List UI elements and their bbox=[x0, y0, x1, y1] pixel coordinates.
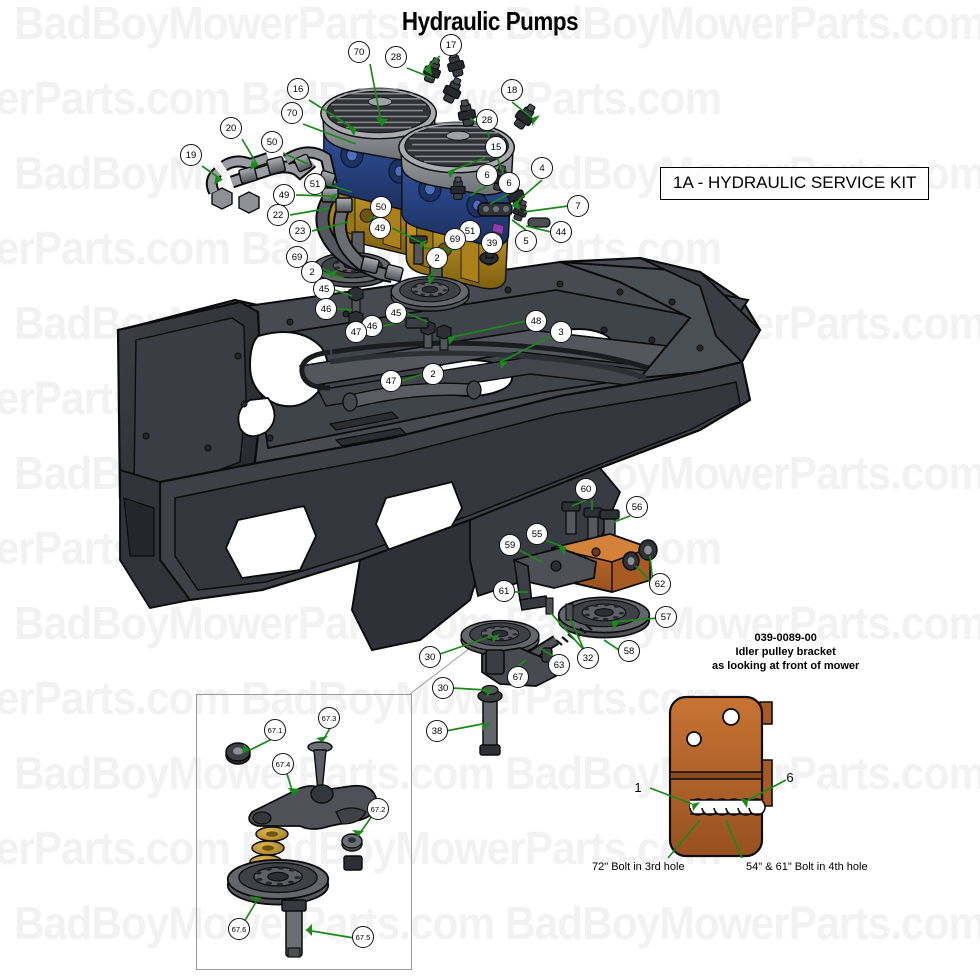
idler-caption-line1: Idler pulley bracket bbox=[735, 646, 836, 658]
callout-63[interactable]: 63 bbox=[548, 654, 570, 676]
callout-3[interactable]: 3 bbox=[550, 321, 572, 343]
inset-callout-67.1[interactable]: 67.1 bbox=[264, 719, 286, 741]
inset-connector bbox=[409, 647, 471, 695]
callout-50[interactable]: 50 bbox=[261, 131, 283, 153]
callout-30[interactable]: 30 bbox=[419, 646, 441, 668]
idler-bracket-caption: 039-0089-00 Idler pulley bracket as look… bbox=[712, 631, 859, 673]
callout-50[interactable]: 50 bbox=[370, 196, 392, 218]
callout-56[interactable]: 56 bbox=[626, 496, 648, 518]
callout-49[interactable]: 49 bbox=[369, 217, 391, 239]
callout-60[interactable]: 60 bbox=[575, 478, 597, 500]
service-kit-label: 1A - HYDRAULIC SERVICE KIT bbox=[673, 173, 917, 192]
inset-callout-67.4[interactable]: 67.4 bbox=[272, 753, 294, 775]
service-kit-legend: 1A - HYDRAULIC SERVICE KIT bbox=[660, 167, 930, 200]
callout-58[interactable]: 58 bbox=[618, 640, 640, 662]
callout-2[interactable]: 2 bbox=[301, 261, 323, 283]
inset-callout-67.6[interactable]: 67.6 bbox=[228, 918, 250, 940]
callout-17[interactable]: 17 bbox=[440, 34, 462, 56]
callout-5[interactable]: 5 bbox=[515, 230, 537, 252]
callout-28[interactable]: 28 bbox=[385, 46, 407, 68]
callout-48[interactable]: 48 bbox=[525, 310, 547, 332]
callout-6[interactable]: 6 bbox=[498, 172, 520, 194]
idler-bracket-detail bbox=[668, 695, 773, 858]
callout-44[interactable]: 44 bbox=[550, 221, 572, 243]
callout-69[interactable]: 69 bbox=[444, 228, 466, 250]
callout-30[interactable]: 30 bbox=[432, 677, 454, 699]
callout-2[interactable]: 2 bbox=[422, 363, 444, 385]
inset-callout-67.2[interactable]: 67.2 bbox=[367, 798, 389, 820]
callout-22[interactable]: 22 bbox=[267, 204, 289, 226]
callout-51[interactable]: 51 bbox=[304, 173, 326, 195]
callout-70[interactable]: 70 bbox=[281, 102, 303, 124]
callout-59[interactable]: 59 bbox=[499, 534, 521, 556]
callout-49[interactable]: 49 bbox=[273, 184, 295, 206]
callout-47[interactable]: 47 bbox=[380, 370, 402, 392]
callout-46[interactable]: 46 bbox=[315, 298, 337, 320]
callout-47[interactable]: 47 bbox=[345, 321, 367, 343]
idler-pulley-assembly bbox=[507, 501, 658, 680]
bolt-note-5461: 54" & 61" Bolt in 4th hole bbox=[746, 861, 868, 873]
inset-detail-panel bbox=[196, 694, 412, 970]
inset-callout-67.3[interactable]: 67.3 bbox=[318, 707, 340, 729]
idler-caption-line2: as looking at front of mower bbox=[712, 660, 860, 672]
bolt-note-72: 72" Bolt in 3rd hole bbox=[592, 861, 685, 873]
callout-67[interactable]: 67 bbox=[507, 666, 529, 688]
callout-4[interactable]: 4 bbox=[531, 157, 553, 179]
inset-callout-67.5[interactable]: 67.5 bbox=[352, 926, 374, 948]
callout-20[interactable]: 20 bbox=[220, 117, 242, 139]
lower-idler-pulley bbox=[460, 619, 558, 756]
callout-55[interactable]: 55 bbox=[526, 523, 548, 545]
idler-part-number: 039-0089-00 bbox=[754, 632, 817, 644]
page-title: Hydraulic Pumps bbox=[401, 6, 579, 36]
callout-61[interactable]: 61 bbox=[493, 580, 515, 602]
bracket-label-1[interactable]: 1 bbox=[634, 779, 642, 795]
callout-69[interactable]: 69 bbox=[286, 246, 308, 268]
callout-6[interactable]: 6 bbox=[476, 164, 498, 186]
callout-45[interactable]: 45 bbox=[313, 278, 335, 300]
callout-57[interactable]: 57 bbox=[655, 606, 677, 628]
callout-62[interactable]: 62 bbox=[649, 573, 671, 595]
callout-19[interactable]: 19 bbox=[180, 144, 202, 166]
bracket-label-6[interactable]: 6 bbox=[786, 769, 794, 785]
callout-2[interactable]: 2 bbox=[426, 247, 448, 269]
callout-28[interactable]: 28 bbox=[476, 109, 498, 131]
callout-45[interactable]: 45 bbox=[385, 302, 407, 324]
callout-70[interactable]: 70 bbox=[348, 41, 370, 63]
callout-39[interactable]: 39 bbox=[481, 232, 503, 254]
callout-7[interactable]: 7 bbox=[567, 195, 589, 217]
callout-32[interactable]: 32 bbox=[577, 647, 599, 669]
callout-16[interactable]: 16 bbox=[287, 78, 309, 100]
callout-15[interactable]: 15 bbox=[485, 136, 507, 158]
callout-23[interactable]: 23 bbox=[289, 220, 311, 242]
callout-18[interactable]: 18 bbox=[501, 79, 523, 101]
callout-38[interactable]: 38 bbox=[426, 720, 448, 742]
